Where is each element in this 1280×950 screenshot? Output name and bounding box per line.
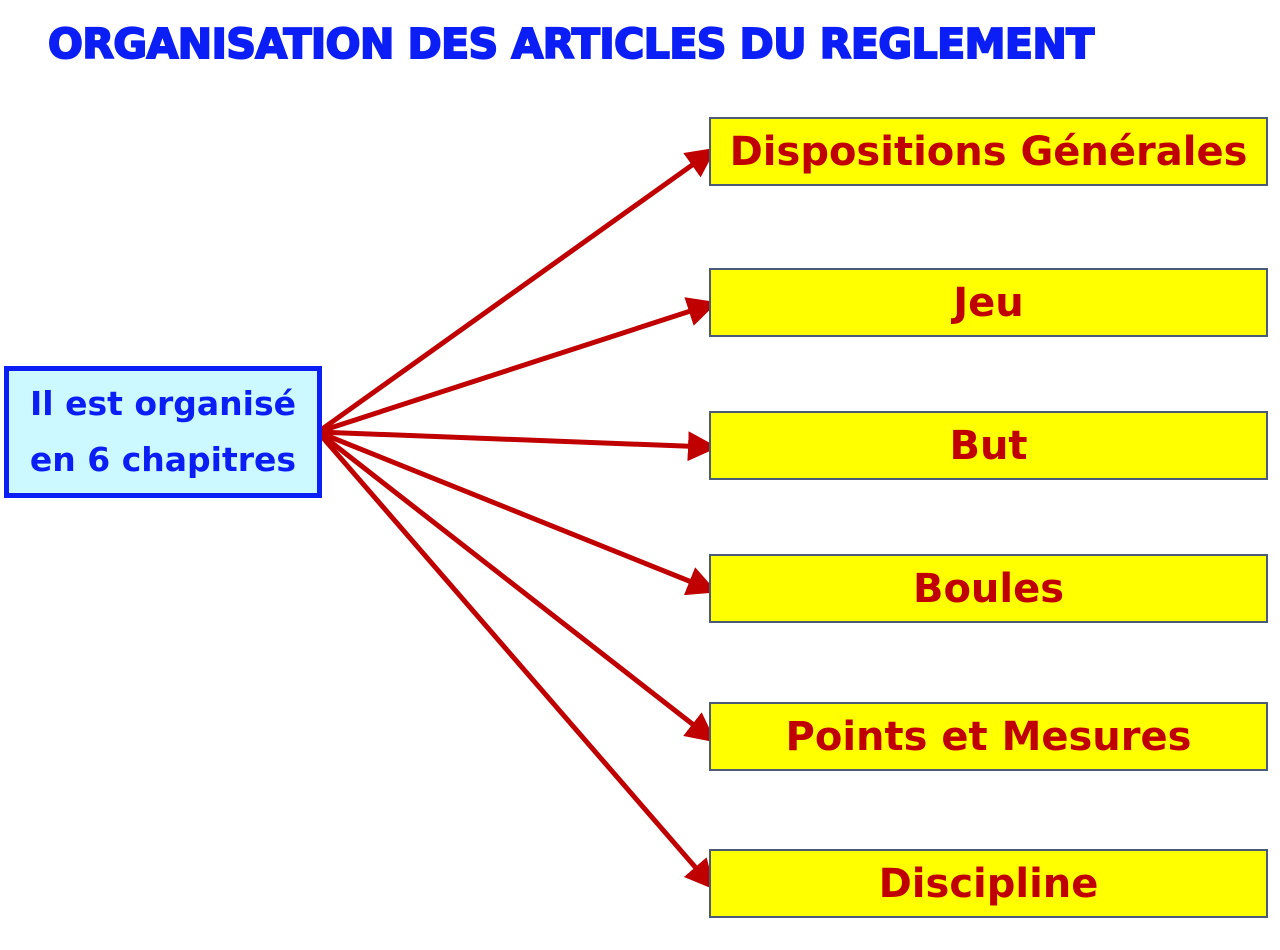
arrow-to-chapter-2 bbox=[317, 297, 718, 435]
arrow-to-chapter-5 bbox=[316, 430, 717, 743]
arrow-to-chapter-1 bbox=[316, 147, 717, 435]
arrow-to-chapter-6 bbox=[316, 430, 715, 890]
chapter-box-but: But bbox=[709, 411, 1268, 480]
source-text: Il est organisé en 6 chapitres bbox=[29, 384, 297, 479]
chapter-label: Dispositions Générales bbox=[729, 128, 1248, 175]
chapter-label: But bbox=[949, 422, 1028, 469]
chapter-box-boules: Boules bbox=[709, 554, 1268, 623]
chapter-box-discipline: Discipline bbox=[709, 849, 1268, 918]
arrow-to-chapter-3 bbox=[317, 429, 718, 462]
source-box: Il est organisé en 6 chapitres bbox=[4, 366, 322, 498]
arrow-to-chapter-4 bbox=[317, 429, 718, 596]
chapter-label: Jeu bbox=[953, 279, 1024, 326]
chapter-box-dispositions-generales: Dispositions Générales bbox=[709, 117, 1268, 186]
page-title: ORGANISATION DES ARTICLES DU REGLEMENT bbox=[47, 19, 1095, 69]
chapter-box-jeu: Jeu bbox=[709, 268, 1268, 337]
chapter-label: Discipline bbox=[878, 860, 1099, 907]
chapter-label: Points et Mesures bbox=[785, 713, 1192, 760]
chapter-box-points-et-mesures: Points et Mesures bbox=[709, 702, 1268, 771]
chapter-label: Boules bbox=[912, 565, 1065, 612]
